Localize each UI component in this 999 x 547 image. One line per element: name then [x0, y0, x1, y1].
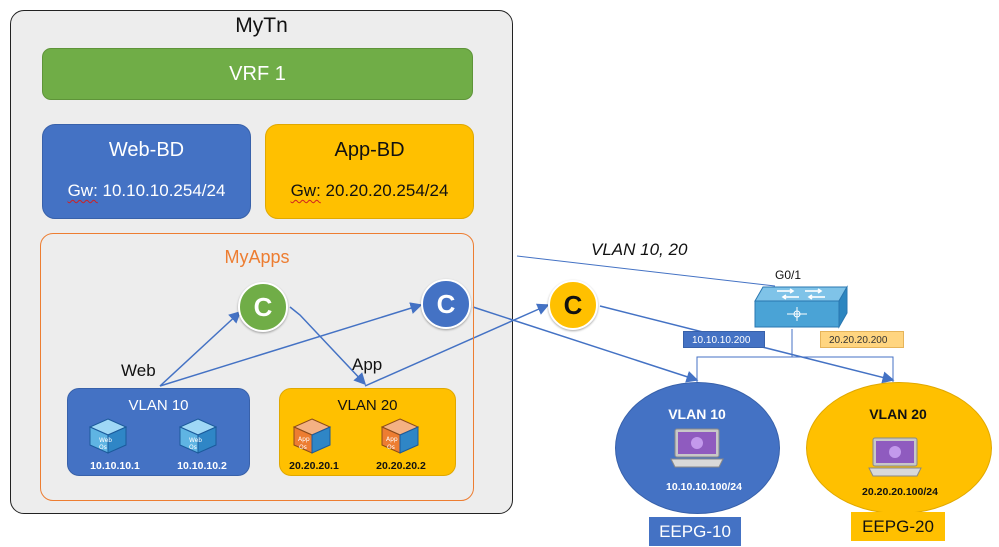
svg-text:App: App — [298, 436, 310, 443]
trunk-vlan-label: VLAN 10, 20 — [591, 240, 688, 259]
epg-web-label: Web — [121, 361, 156, 380]
svg-text:Web: Web — [99, 437, 112, 444]
app-to-contract-3-arrow — [364, 303, 550, 387]
external-endpoint-ip: 10.10.10.100/24 — [666, 481, 742, 493]
contract-yellow-icon: C — [548, 280, 598, 330]
contract-label: C — [436, 288, 456, 319]
vm-ip-label: 20.20.20.1 — [289, 460, 339, 472]
switch-icon — [754, 285, 848, 329]
contract-label: C — [563, 289, 583, 320]
external-epg-name: EEPG-20 — [851, 512, 945, 541]
trunk-link-line — [516, 255, 776, 287]
vrf-label: VRF 1 — [229, 62, 286, 85]
svg-text:Os: Os — [299, 444, 307, 451]
bridge-domain-gateway: Gw: 10.10.10.254/24 — [43, 181, 250, 201]
bridge-domain-web: Web-BD Gw: 10.10.10.254/24 — [42, 124, 251, 219]
switch-to-eepg10-link — [696, 329, 793, 382]
gateway-value: 10.10.10.254/24 — [97, 181, 226, 200]
svg-text:Os: Os — [189, 444, 197, 451]
external-vlan-label: VLAN 20 — [869, 406, 927, 422]
tenant-title: MyTn — [235, 14, 288, 37]
vrf-box: VRF 1 — [42, 48, 473, 100]
switch-port-label: G0/1 — [775, 268, 802, 282]
bridge-domain-name: Web-BD — [108, 139, 185, 161]
contract-label: C — [253, 291, 273, 322]
contract-2-to-eepg10-arrow — [472, 306, 699, 383]
gateway-value: 20.20.20.254/24 — [320, 181, 449, 200]
epg-app-label: App — [352, 355, 383, 374]
bridge-domain-app: App-BD Gw: 20.20.20.254/24 — [265, 124, 474, 219]
external-epg-name: EEPG-10 — [649, 517, 741, 546]
gateway-ip-tag: 20.20.20.200 — [820, 331, 904, 348]
svg-text:Web: Web — [189, 437, 202, 444]
gateway-prefix: Gw: — [290, 181, 321, 200]
contract-green-icon: C — [238, 282, 288, 332]
laptop-icon — [670, 428, 724, 468]
gateway-ip-tag: 10.10.10.200 — [683, 331, 765, 348]
svg-text:Os: Os — [387, 444, 395, 451]
laptop-icon — [868, 437, 922, 477]
external-endpoint-ip: 20.20.20.100/24 — [862, 486, 938, 498]
bridge-domain-name: App-BD — [334, 139, 405, 161]
vlan-label: VLAN 10 — [128, 397, 189, 414]
vm-ip-label: 20.20.20.2 — [376, 460, 426, 472]
web-to-contract-1-arrow — [159, 310, 242, 387]
app-os-vm-icon: App Os — [292, 418, 332, 454]
app-os-vm-icon: App Os — [380, 418, 420, 454]
vm-ip-label: 10.10.10.2 — [177, 460, 227, 472]
svg-text:Os: Os — [99, 444, 107, 451]
switch-to-eepg20-link — [792, 356, 894, 382]
contract-blue-icon: C — [421, 279, 471, 329]
web-vm-icon: Web Os — [178, 418, 218, 454]
contract-1-to-app-arrow — [289, 306, 367, 386]
bridge-domain-gateway: Gw: 20.20.20.254/24 — [266, 181, 473, 201]
vm-ip-label: 10.10.10.1 — [90, 460, 140, 472]
svg-text:App: App — [386, 436, 398, 443]
web-vm-icon: Web Os — [88, 418, 128, 454]
web-to-contract-2-arrow — [159, 302, 423, 387]
app-profile-container — [40, 233, 474, 501]
vlan-label: VLAN 20 — [337, 397, 398, 414]
gateway-prefix: Gw: — [67, 181, 98, 200]
app-profile-title: MyApps — [224, 247, 290, 267]
external-vlan-label: VLAN 10 — [668, 406, 726, 422]
